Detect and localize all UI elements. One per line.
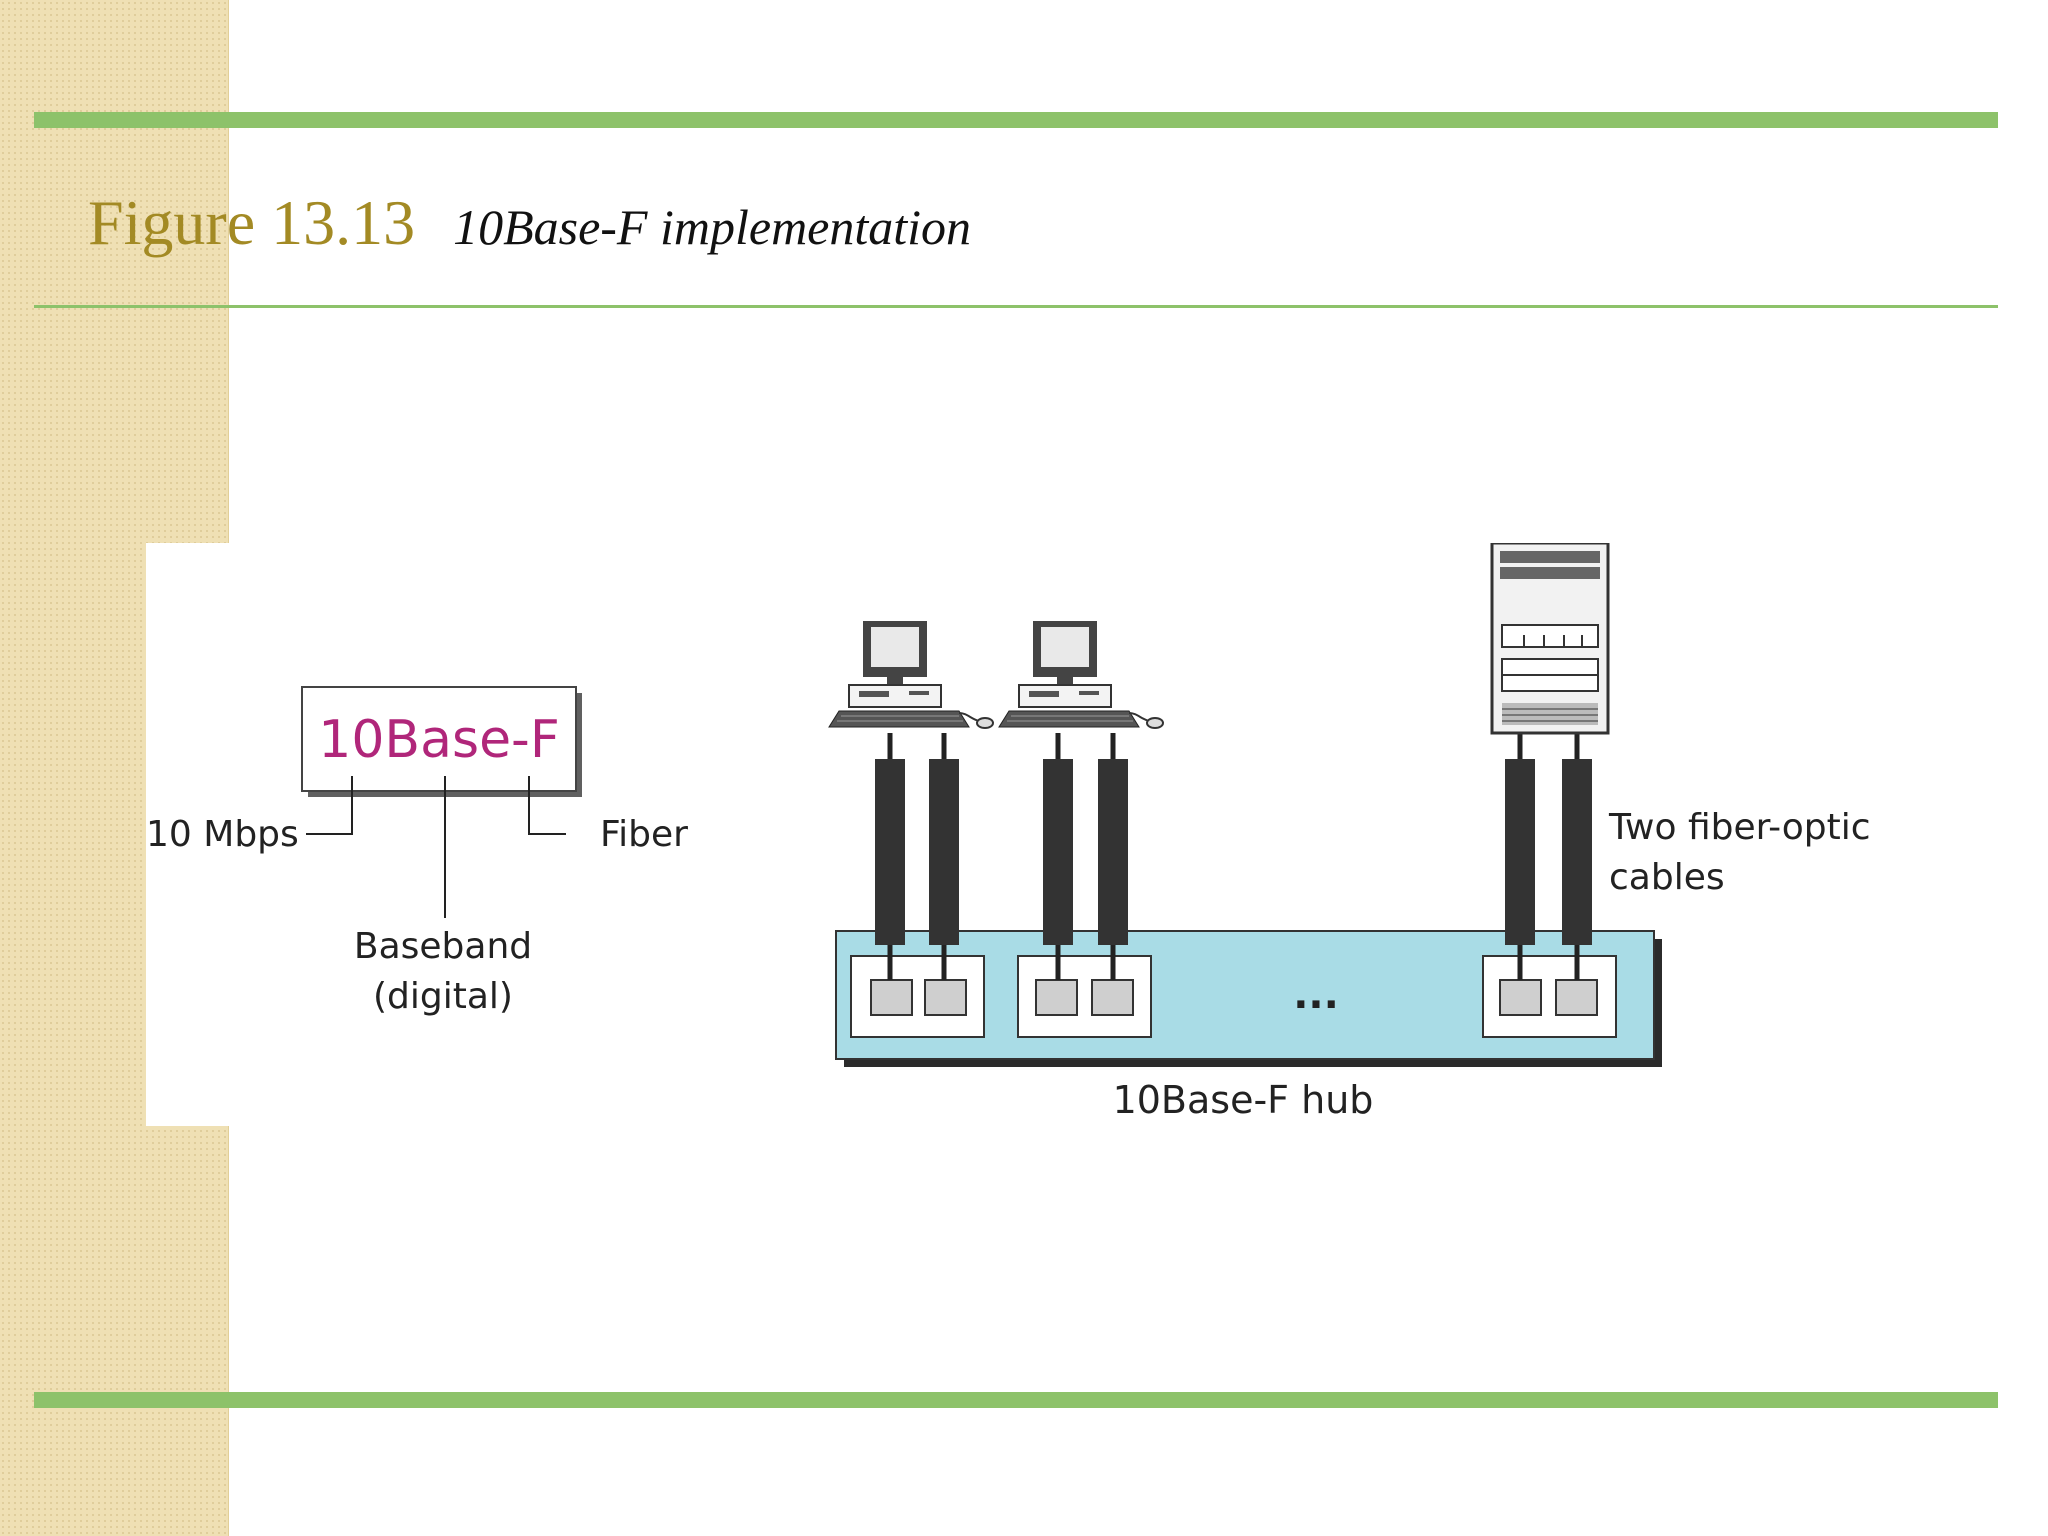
figure-caption: 10Base-F implementation — [453, 199, 972, 255]
system-unit — [848, 684, 942, 708]
cable-jacket — [1505, 759, 1535, 945]
screen — [871, 627, 919, 667]
screen — [1041, 627, 1089, 667]
figure-number: Figure 13.13 — [88, 187, 416, 258]
signal-label-line1: Baseband — [354, 926, 532, 967]
port — [1091, 979, 1134, 1016]
cables-label-line1: Two fiber-optic — [1608, 807, 1871, 848]
rate-connector — [306, 776, 353, 835]
keyboard — [998, 710, 1140, 728]
medium-connector — [528, 776, 566, 835]
top-rule — [34, 112, 1998, 128]
cable-jacket — [1562, 759, 1592, 945]
figure-panel: 10Base-F 10 Mbps Fiber Baseband (digital… — [146, 543, 1946, 1126]
port — [1555, 979, 1598, 1016]
cable-jacket — [929, 759, 959, 945]
cable-jacket — [1043, 759, 1073, 945]
rate-label: 10 Mbps — [146, 814, 299, 855]
port — [1035, 979, 1078, 1016]
mouse — [1146, 717, 1164, 729]
signal-label-line2: (digital) — [373, 976, 513, 1017]
server-icon — [1490, 543, 1610, 735]
diagram-canvas: 10Base-F 10 Mbps Fiber Baseband (digital… — [146, 543, 1871, 1122]
naming-convention: 10Base-F 10 Mbps Fiber Baseband (digital… — [146, 686, 688, 1017]
cable-jacket — [1098, 759, 1128, 945]
drive-bay — [1501, 624, 1599, 648]
bottom-rule — [34, 1392, 1998, 1408]
name-box — [301, 686, 577, 792]
ellipsis: ... — [1293, 972, 1339, 1018]
computer-icon — [828, 621, 994, 729]
slide-title: Figure 13.13 10Base-F implementation — [88, 186, 971, 260]
port — [870, 979, 913, 1016]
medium-label: Fiber — [600, 814, 688, 855]
system-unit — [1018, 684, 1112, 708]
title-underline — [34, 305, 1998, 308]
hub: ... 10Base-F hub — [835, 930, 1662, 1122]
computer-icon — [998, 621, 1164, 729]
cable-jacket — [875, 759, 905, 945]
cables-label-line2: cables — [1609, 857, 1725, 898]
port — [1499, 979, 1542, 1016]
hub-label: 10Base-F hub — [1113, 1078, 1374, 1122]
mouse — [976, 717, 994, 729]
name-box-text: 10Base-F — [318, 710, 559, 770]
keyboard — [828, 710, 970, 728]
port — [924, 979, 967, 1016]
fiber-cables — [875, 733, 1592, 980]
